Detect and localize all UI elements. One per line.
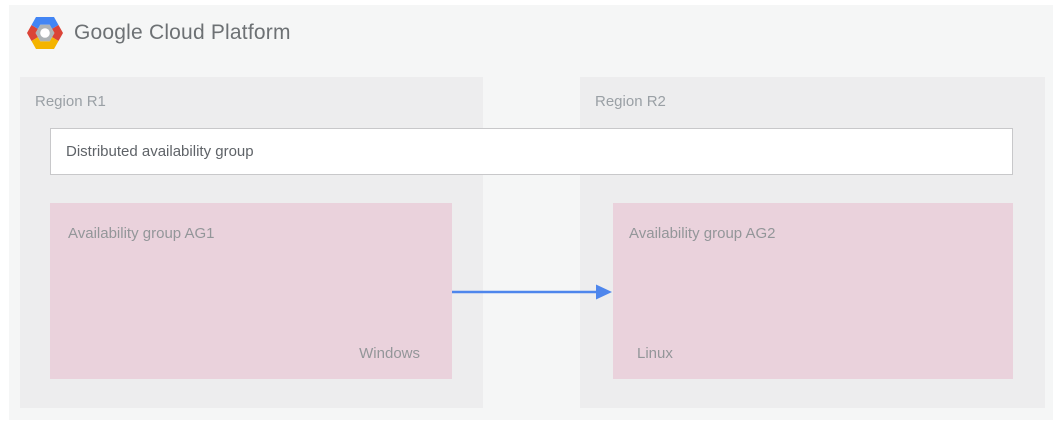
region-r2-label: Region R2 <box>595 93 666 110</box>
logo-text: Google Cloud Platform <box>74 21 291 44</box>
availability-group-ag1-box: Availability group AG1 Windows <box>50 203 452 379</box>
gcp-hexagon-icon <box>27 17 63 49</box>
distributed-availability-group-box: Distributed availability group <box>50 128 1013 175</box>
ag1-os-label: Windows <box>359 345 420 362</box>
distributed-availability-group-label: Distributed availability group <box>66 143 254 160</box>
replication-arrow-icon <box>452 284 612 300</box>
availability-group-ag1-label: Availability group AG1 <box>68 225 215 242</box>
gcp-logo: Google Cloud Platform <box>25 13 291 53</box>
availability-group-ag2-box: Availability group AG2 Linux <box>613 203 1013 379</box>
ag2-os-label: Linux <box>637 345 673 362</box>
region-r1-label: Region R1 <box>35 93 106 110</box>
availability-group-ag2-label: Availability group AG2 <box>629 225 776 242</box>
